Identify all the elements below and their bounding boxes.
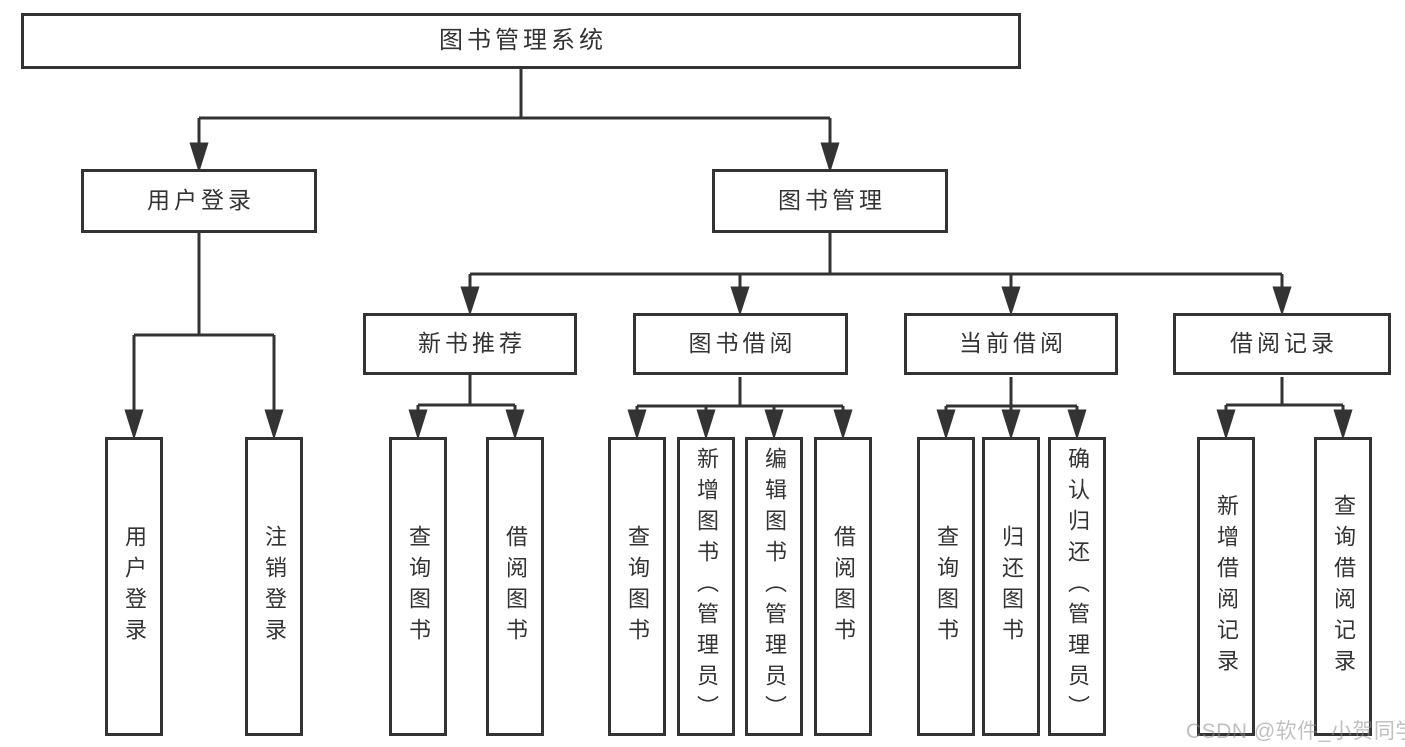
node-book-borrowing: 图书借阅 <box>633 313 848 375</box>
connector-root-to-level2 <box>189 69 840 174</box>
arrow-down-icon <box>189 142 209 174</box>
leaf-user-login-label: 用户登录 <box>122 524 147 649</box>
connector-new-book-children <box>408 375 525 441</box>
leaf-edit-books-admin-label: 编辑图书（管理员） <box>762 447 787 726</box>
arrow-down-icon <box>1272 286 1292 316</box>
leaf-add-borrow-record: 新增借阅记录 <box>1197 437 1255 736</box>
connector-borrow-record-children <box>1216 377 1353 441</box>
leaf-query-books-borrow: 查询图书 <box>608 437 666 736</box>
leaf-add-books-admin: 新增图书（管理员） <box>677 437 735 736</box>
leaf-borrow-books-recommend-label: 借阅图书 <box>503 524 528 649</box>
leaf-user-login: 用户登录 <box>105 437 163 736</box>
leaf-query-books-recommend: 查询图书 <box>389 437 447 736</box>
arrow-down-icon <box>1067 409 1087 441</box>
connector-current-borrow-children <box>936 377 1087 441</box>
arrow-down-icon <box>936 409 956 441</box>
node-book-management: 图书管理 <box>712 169 948 233</box>
arrow-down-icon <box>833 409 853 441</box>
node-user-login: 用户登录 <box>81 169 317 233</box>
leaf-borrow-books: 借阅图书 <box>814 437 872 736</box>
arrow-down-icon <box>1333 409 1353 441</box>
arrow-down-icon <box>627 409 647 441</box>
connector-book-management-children <box>460 233 1292 316</box>
arrow-down-icon <box>264 409 284 441</box>
leaf-confirm-return-admin-label: 确认归还（管理员） <box>1065 447 1090 726</box>
leaf-return-books-label: 归还图书 <box>999 524 1024 649</box>
leaf-return-books: 归还图书 <box>982 437 1040 736</box>
arrow-down-icon <box>505 409 525 441</box>
leaf-borrow-books-recommend: 借阅图书 <box>486 437 544 736</box>
node-user-login-label: 用户登录 <box>147 187 255 214</box>
node-book-borrowing-label: 图书借阅 <box>688 330 797 357</box>
leaf-edit-books-admin: 编辑图书（管理员） <box>745 437 803 736</box>
node-new-book-recommend-label: 新书推荐 <box>418 330 526 357</box>
leaf-query-borrow-record-label: 查询借阅记录 <box>1331 493 1356 680</box>
connector-user-login-children <box>124 233 284 441</box>
node-new-book-recommend: 新书推荐 <box>363 313 577 375</box>
leaf-query-books-current: 查询图书 <box>917 437 975 736</box>
arrow-down-icon <box>1216 409 1236 441</box>
leaf-query-books-current-label: 查询图书 <box>934 524 959 649</box>
node-borrow-records: 借阅记录 <box>1173 313 1391 375</box>
leaf-query-books-borrow-label: 查询图书 <box>625 524 650 649</box>
node-current-borrowing: 当前借阅 <box>904 313 1118 375</box>
arrow-down-icon <box>460 286 480 316</box>
watermark: CSDN @软件_小贺同学 <box>1186 720 1405 743</box>
leaf-query-books-recommend-label: 查询图书 <box>406 524 431 649</box>
arrow-down-icon <box>730 286 750 316</box>
arrow-down-icon <box>124 409 144 441</box>
arrow-down-icon <box>764 409 784 441</box>
leaf-logout-label: 注销登录 <box>262 524 287 649</box>
node-current-borrowing-label: 当前借阅 <box>959 330 1067 357</box>
node-borrow-records-label: 借阅记录 <box>1230 330 1338 357</box>
connector-book-borrow-children <box>627 377 853 441</box>
arrow-down-icon <box>1001 409 1021 441</box>
arrow-down-icon <box>408 409 428 441</box>
leaf-logout: 注销登录 <box>245 437 303 736</box>
leaf-query-borrow-record: 查询借阅记录 <box>1314 437 1372 736</box>
arrow-down-icon <box>820 142 840 174</box>
arrow-down-icon <box>696 409 716 441</box>
node-root-label: 图书管理系统 <box>439 26 607 54</box>
leaf-borrow-books-label: 借阅图书 <box>831 524 856 649</box>
node-root: 图书管理系统 <box>21 13 1021 69</box>
leaf-add-borrow-record-label: 新增借阅记录 <box>1214 493 1239 680</box>
leaf-confirm-return-admin: 确认归还（管理员） <box>1048 437 1106 736</box>
arrow-down-icon <box>1001 286 1021 316</box>
leaf-add-books-admin-label: 新增图书（管理员） <box>694 447 719 726</box>
node-book-management-label: 图书管理 <box>778 187 886 214</box>
